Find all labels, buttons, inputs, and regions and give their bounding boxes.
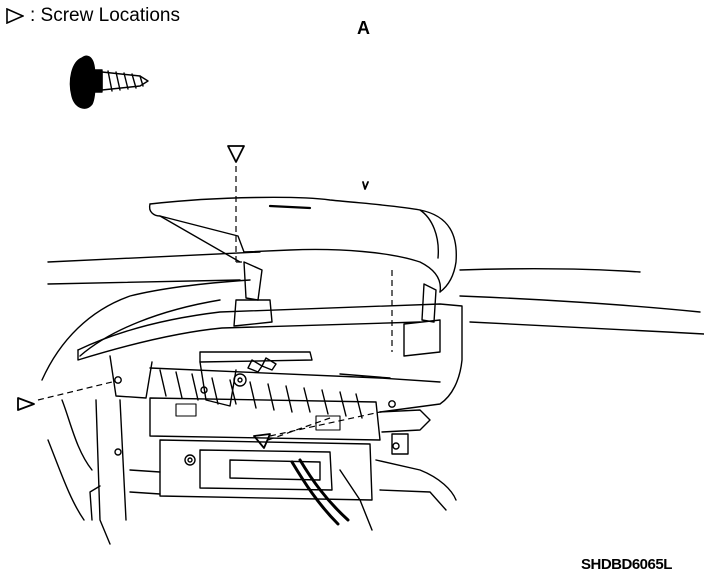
callout-arrow bbox=[362, 181, 369, 190]
screw-marker-left bbox=[17, 397, 35, 411]
callout-label-a: A bbox=[357, 18, 370, 38]
triangle-marker-icon bbox=[6, 8, 24, 24]
screw-marker-center bbox=[253, 433, 271, 449]
legend-label: : Screw Locations bbox=[30, 5, 180, 26]
legend: : Screw Locations bbox=[6, 5, 180, 27]
screw-illustration-icon bbox=[69, 55, 149, 109]
screw-marker-top bbox=[227, 145, 245, 163]
drawing-code: SHDBD6065L bbox=[581, 556, 672, 573]
